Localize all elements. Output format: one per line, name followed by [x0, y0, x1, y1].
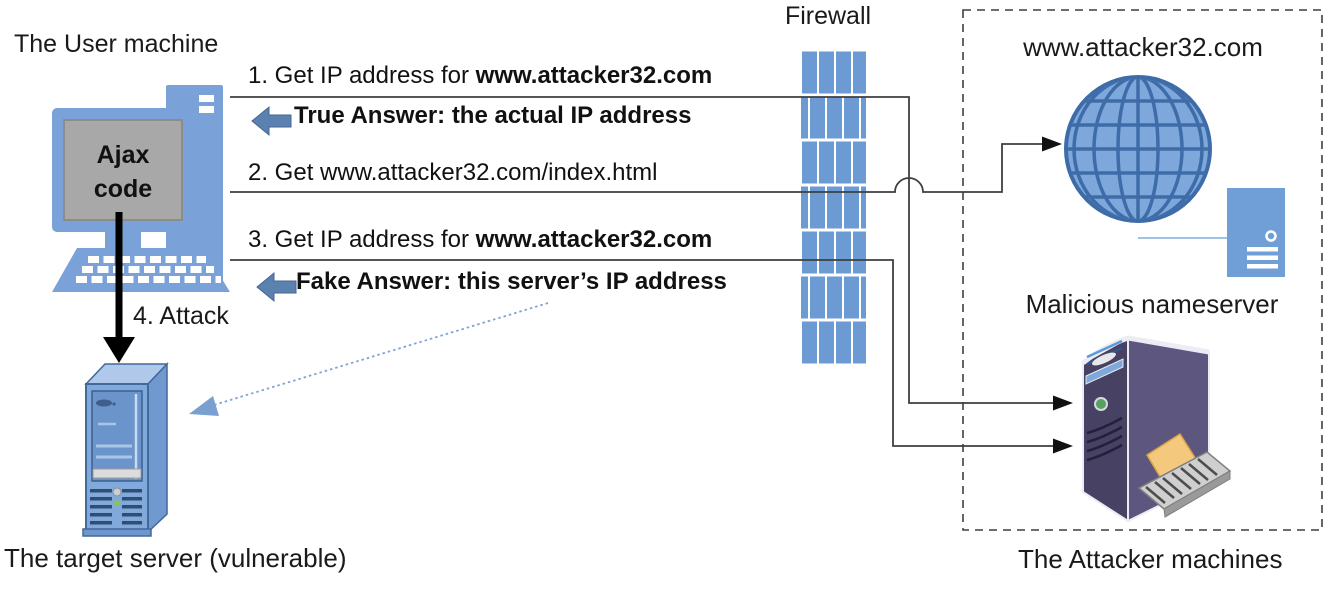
fake-answer-label: Fake Answer: this server’s IP address: [296, 268, 727, 295]
true-answer-left-arrow-icon: [251, 105, 292, 137]
desktop-computer-icon: [52, 85, 230, 292]
web-server-tower-icon: [1227, 188, 1285, 277]
attack-step-label: 4. Attack: [133, 302, 229, 330]
message-step1: 1. Get IP address for www.attacker32.com: [248, 62, 712, 90]
ajax-code-label: Ajax code: [93, 141, 153, 203]
attacker-machines-label: The Attacker machines: [1018, 544, 1283, 574]
true-answer-label: True Answer: the actual IP address: [294, 102, 692, 129]
fake-answer-left-arrow-icon: [256, 271, 297, 303]
message-step3-domain: www.attacker32.com: [475, 226, 713, 253]
user-machine-label: The User machine: [14, 30, 219, 58]
attacker-site-label: www.attacker32.com: [1023, 32, 1263, 62]
malicious-nameserver-label: Malicious nameserver: [1025, 289, 1279, 319]
message-step3-prefix: 3. Get IP address for: [248, 226, 476, 253]
request2-arrowhead-icon: [1042, 136, 1062, 152]
target-server-icon: [82, 362, 169, 537]
attacker-machines-dashed-box: [962, 9, 1323, 531]
keyboard-icon: [52, 248, 230, 292]
firewall-brick-wall-icon: [801, 50, 866, 365]
keyboard-tray-icon: [1137, 451, 1232, 518]
monitor-screen: [63, 119, 183, 221]
attack-down-arrow-icon: [103, 212, 135, 363]
globe-icon: [1064, 75, 1212, 223]
message-step1-domain: www.attacker32.com: [475, 62, 713, 89]
request2-connector-line: [230, 143, 1044, 193]
fake-redirect-dotted-arrow-icon: [189, 302, 549, 416]
message-step1-prefix: 1. Get IP address for: [248, 62, 476, 89]
request3-connector-line: [230, 259, 1056, 447]
target-server-label: The target server (vulnerable): [4, 543, 347, 573]
request3-arrowhead-icon: [1053, 438, 1073, 454]
nameserver-tower-icon: [1081, 335, 1232, 523]
message-step3: 3. Get IP address for www.attacker32.com: [248, 226, 712, 254]
message-step2: 2. Get www.attacker32.com/index.html: [248, 159, 658, 186]
request1-connector-line: [230, 96, 1056, 404]
firewall-label: Firewall: [784, 2, 872, 30]
request1-arrowhead-icon: [1053, 395, 1073, 411]
